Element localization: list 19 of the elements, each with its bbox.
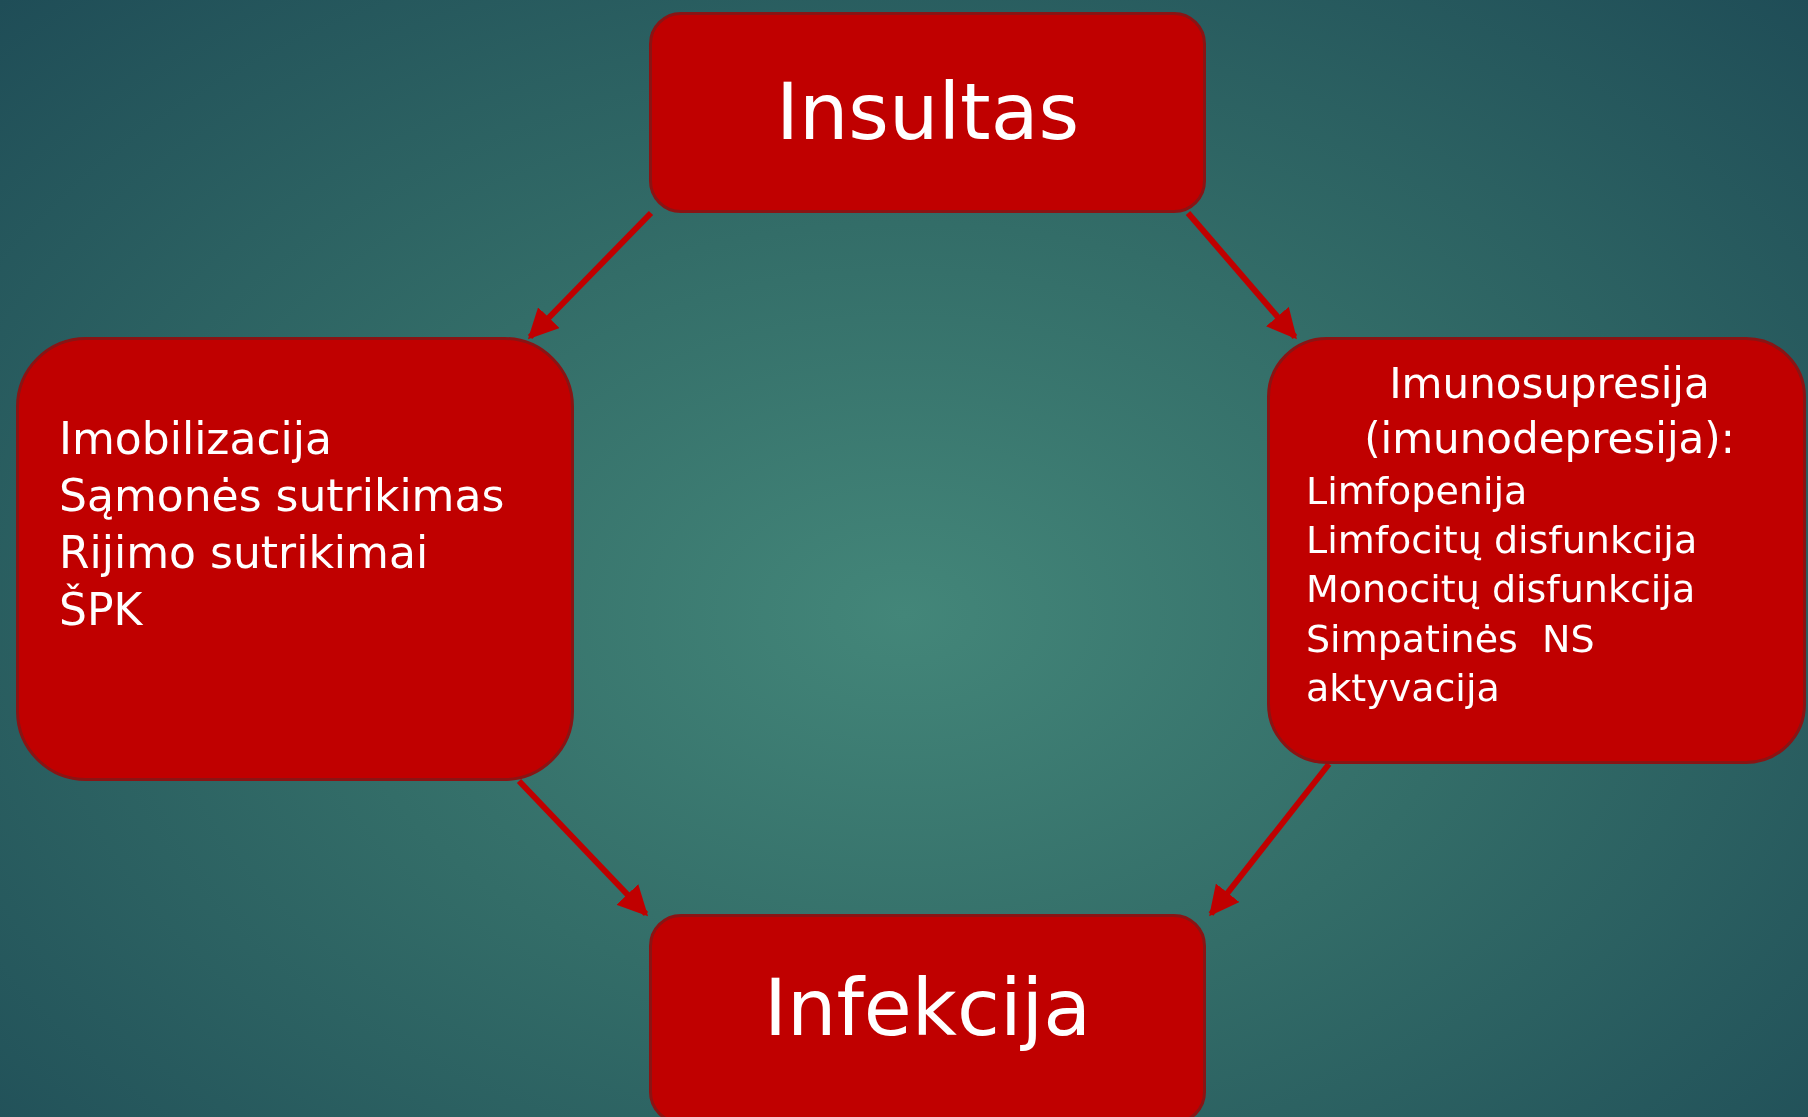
box-text: Monocitų disfunkcija	[1306, 566, 1697, 614]
box-text: Insultas	[774, 65, 1081, 159]
box-text: Sąmonės sutrikimas	[59, 468, 506, 523]
arrow	[1208, 762, 1332, 917]
box-text: Limfopenija	[1306, 467, 1529, 515]
arrow	[516, 778, 649, 917]
process-box	[649, 12, 1206, 213]
arrow	[527, 210, 654, 340]
box-text: Simpatinės NS aktyvacija	[1306, 615, 1596, 713]
box-text: Limfocitų disfunkcija	[1306, 517, 1699, 564]
box-heading: Imunosupresija (imunodepresija):	[1363, 358, 1736, 465]
process-box	[1267, 337, 1806, 764]
process-box	[649, 914, 1206, 1117]
box-text: Infekcija	[762, 962, 1093, 1056]
box-text: Imobilizacija	[59, 411, 334, 466]
box-text: ŠPK	[59, 582, 144, 638]
process-box	[16, 337, 574, 781]
arrow	[1185, 211, 1298, 340]
box-text: Rijimo sutrikimai	[59, 526, 430, 580]
